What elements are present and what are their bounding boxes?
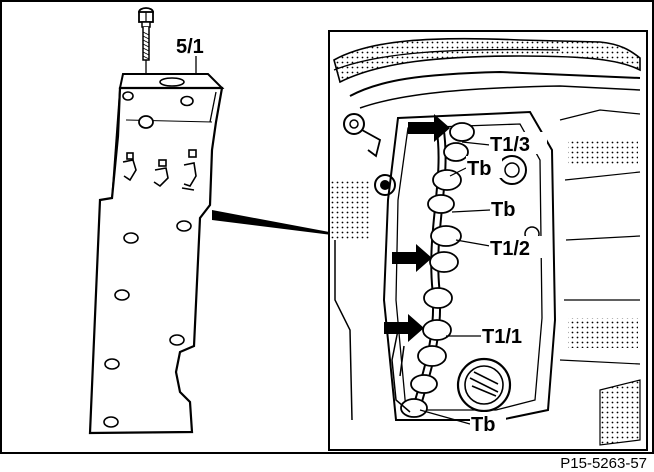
callout-tb-top: Tb [467,158,491,180]
bolt [138,7,154,61]
direction-arrows [384,114,450,342]
outer-frame [0,0,654,454]
cylinder-head-cover [88,73,225,435]
callout-t1-1: T1/1 [482,326,522,348]
cover-callout-label: 5/1 [176,36,204,58]
reference-code: P15-5263-57 [560,455,647,472]
engine-view [328,30,648,451]
callout-t1-3: T1/3 [490,134,530,156]
callout-tb-bottom: Tb [471,414,495,436]
callout-t1-2: T1/2 [490,238,530,260]
engine-callout-leaders [419,141,491,425]
callout-tb-mid: Tb [491,199,515,221]
